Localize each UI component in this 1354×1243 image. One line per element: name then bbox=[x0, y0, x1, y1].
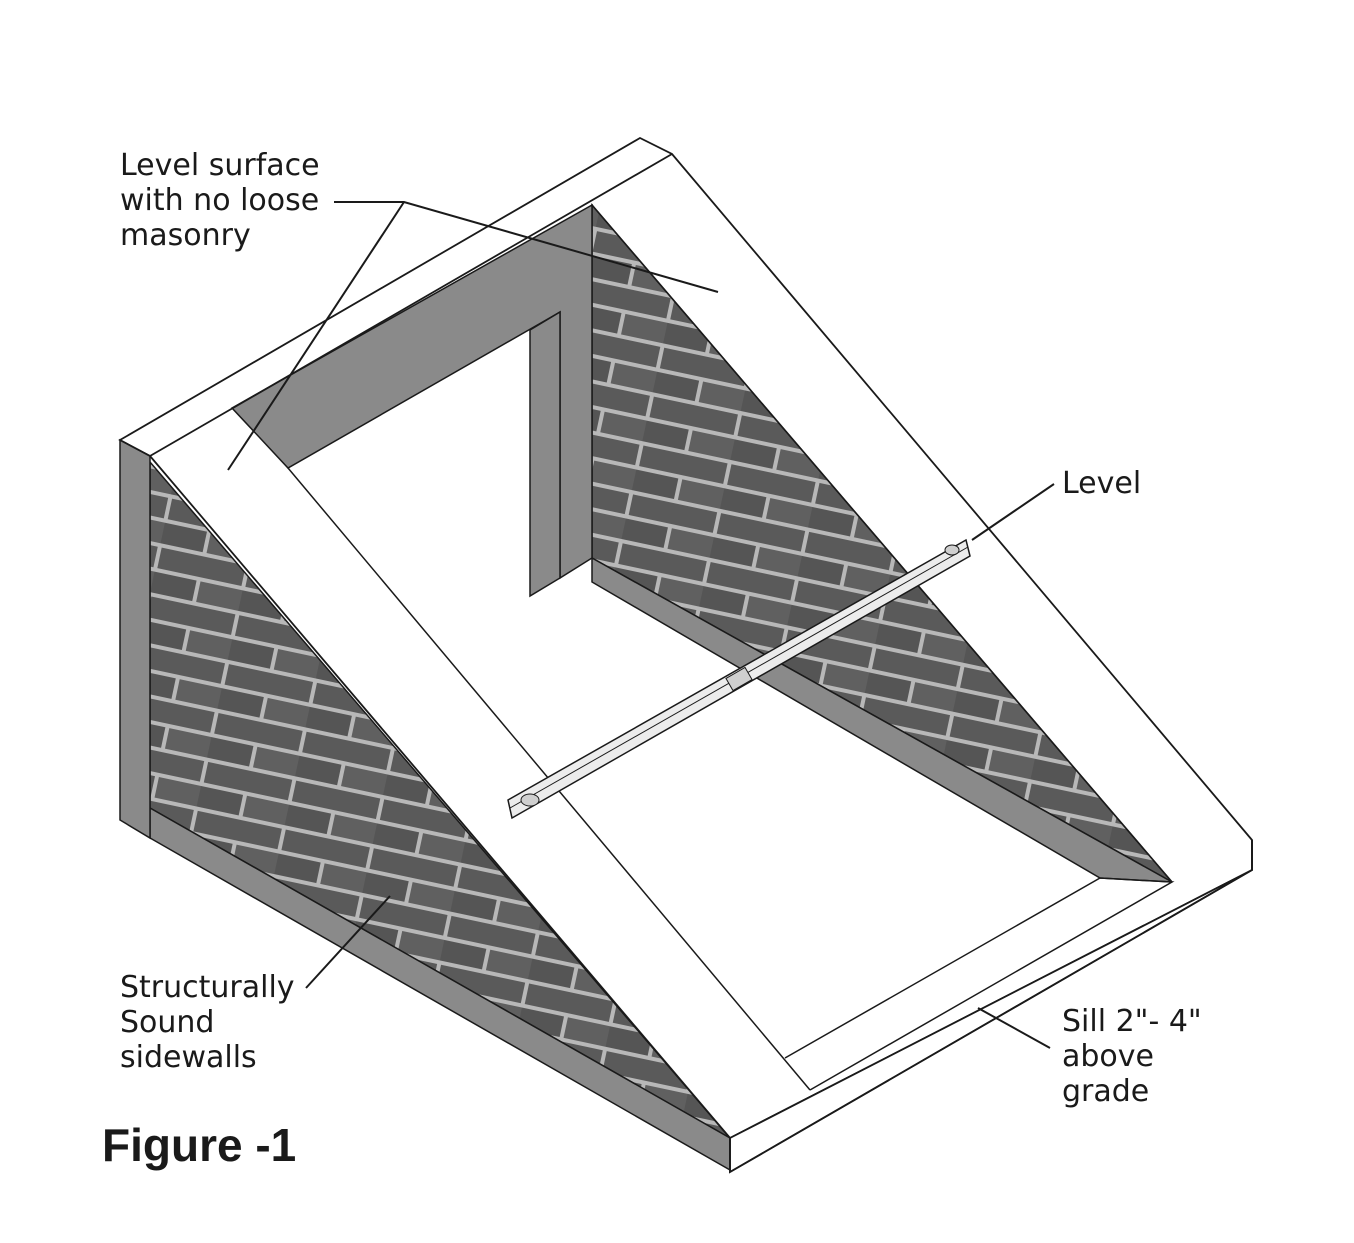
jamb-column bbox=[529, 310, 561, 598]
level-vial-center bbox=[725, 666, 753, 692]
figure-caption: Figure -1 bbox=[102, 1119, 297, 1171]
leader-sill bbox=[977, 1007, 1051, 1049]
callout-sidewalls: Structurally Sound sidewalls bbox=[120, 970, 295, 1075]
sill-front-edge bbox=[729, 840, 1253, 1174]
callout-level: Level bbox=[1062, 466, 1141, 501]
callout-sidewalls-line-3: sidewalls bbox=[120, 1040, 257, 1075]
callout-level-surface-line-2: with no loose bbox=[120, 183, 320, 218]
callout-level-line-1: Level bbox=[1062, 466, 1142, 501]
callout-level-surface-line-3: masonry bbox=[120, 218, 251, 253]
leader-sidewalls bbox=[305, 895, 391, 989]
leader-lines bbox=[227, 201, 1055, 1049]
callout-sidewalls-line-2: Sound bbox=[120, 1005, 215, 1040]
callout-sill-line-3: grade bbox=[1062, 1074, 1150, 1109]
level-tool bbox=[507, 538, 971, 820]
callout-sill-line-1: Sill 2"- 4" bbox=[1062, 1004, 1202, 1039]
left-sidewall-end bbox=[119, 438, 151, 840]
callout-sidewalls-line-1: Structurally bbox=[120, 970, 295, 1005]
leader-level bbox=[971, 483, 1055, 541]
callout-level-surface: Level surface with no loose masonry bbox=[120, 148, 320, 253]
leader-level-surface-2 bbox=[227, 201, 405, 471]
callout-sill-line-2: above bbox=[1062, 1039, 1154, 1074]
level-vial-left bbox=[520, 793, 540, 807]
level-vial-right bbox=[944, 544, 960, 556]
callout-sill: Sill 2"- 4" above grade bbox=[1062, 1004, 1202, 1109]
callout-level-surface-line-1: Level surface bbox=[120, 148, 320, 183]
top-ridge bbox=[149, 153, 673, 457]
opening-edge-bottom bbox=[784, 877, 1175, 1091]
opening-edge-right bbox=[591, 204, 1173, 883]
